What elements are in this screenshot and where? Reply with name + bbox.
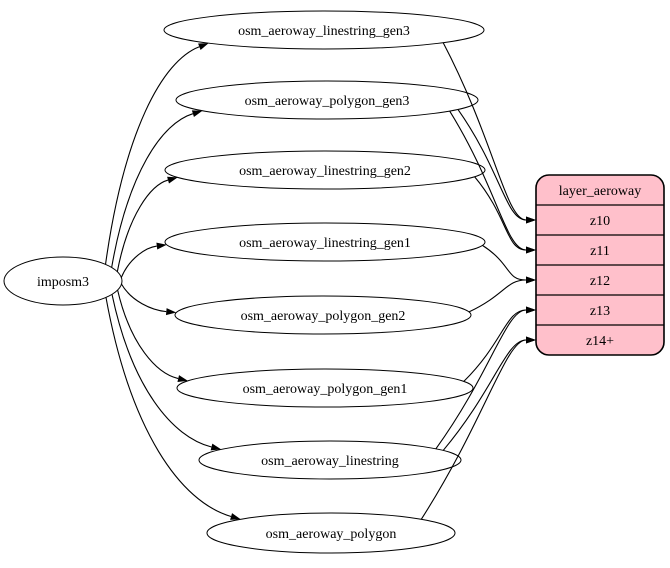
- layer-row-z12: z12: [590, 274, 610, 289]
- node-osm-aeroway-polygon: osm_aeroway_polygon: [206, 512, 456, 554]
- node-osm-aeroway-polygon-gen2-shape: [174, 295, 472, 335]
- layer-row-z11: z11: [590, 244, 610, 259]
- edge-imposm3-to-osm-aeroway-linestring-gen1-arrowhead: [156, 242, 167, 250]
- layer-row-z10: z10: [590, 214, 610, 229]
- node-osm-aeroway-polygon-shape: [206, 512, 456, 554]
- edge-imposm3-to-osm-aeroway-linestring-gen2: [116, 179, 169, 272]
- node-osm-aeroway-polygon-label: osm_aeroway_polygon: [266, 527, 397, 542]
- edge-osm-aeroway-polygon-to-z14plus-arrowhead: [526, 336, 536, 344]
- edge-osm-aeroway-polygon-gen2-to-z12-arrowhead: [526, 276, 536, 284]
- layer-row-z13: z13: [590, 304, 610, 319]
- node-osm-aeroway-linestring-gen3-label: osm_aeroway_linestring_gen3: [238, 24, 410, 39]
- edge-osm-aeroway-linestring-to-z13-arrowhead: [526, 306, 536, 314]
- edge-imposm3-to-osm-aeroway-polygon-gen3: [111, 113, 194, 268]
- edge-imposm3-to-osm-aeroway-linestring-arrowhead: [210, 443, 222, 451]
- layer-aeroway-title: layer_aeroway: [559, 184, 641, 199]
- edge-imposm3-to-osm-aeroway-polygon-gen1-arrowhead: [177, 375, 188, 382]
- node-layer-aeroway: layer_aeroway z10 z11 z12 z13 z14+: [535, 174, 665, 356]
- node-osm-aeroway-polygon-gen1: osm_aeroway_polygon_gen1: [176, 368, 474, 408]
- node-osm-aeroway-polygon-gen2: osm_aeroway_polygon_gen2: [174, 295, 472, 335]
- edge-imposm3-to-osm-aeroway-linestring: [111, 294, 212, 448]
- edge-imposm3-to-osm-aeroway-linestring-gen3: [104, 46, 200, 265]
- node-osm-aeroway-linestring-gen3-shape: [163, 10, 485, 50]
- node-osm-aeroway-linestring-label: osm_aeroway_linestring: [261, 454, 399, 469]
- edge-imposm3-to-osm-aeroway-polygon-gen1: [117, 289, 179, 380]
- node-osm-aeroway-polygon-gen3-shape: [175, 80, 479, 120]
- edge-imposm3-to-osm-aeroway-polygon-arrowhead: [230, 513, 241, 520]
- node-osm-aeroway-polygon-gen3-label: osm_aeroway_polygon_gen3: [245, 94, 410, 109]
- layer-row-z14plus: z14+: [586, 334, 614, 349]
- edge-osm-aeroway-polygon-gen1-to-z13: [463, 309, 527, 382]
- node-imposm3-shape: [3, 256, 123, 306]
- node-osm-aeroway-linestring-gen1-shape: [164, 222, 486, 262]
- node-osm-aeroway-polygon-gen1-label: osm_aeroway_polygon_gen1: [243, 382, 408, 397]
- edge-osm-aeroway-polygon-gen3-to-z10: [457, 109, 527, 221]
- edge-osm-aeroway-linestring-to-z13: [435, 309, 527, 450]
- edge-osm-aeroway-polygon-to-z14plus: [420, 339, 527, 520]
- edge-imposm3-to-osm-aeroway-polygon-gen2: [121, 283, 167, 313]
- node-osm-aeroway-linestring-gen1: osm_aeroway_linestring_gen1: [164, 222, 486, 262]
- node-imposm3-label: imposm3: [37, 275, 89, 290]
- edge-osm-aeroway-polygon-gen2-to-z12: [468, 279, 527, 313]
- edge-imposm3-to-osm-aeroway-polygon-gen2-arrowhead: [165, 308, 177, 316]
- edge-imposm3-to-osm-aeroway-linestring-gen1: [120, 245, 157, 278]
- node-osm-aeroway-linestring-shape: [198, 440, 462, 480]
- node-osm-aeroway-polygon-gen2-label: osm_aeroway_polygon_gen2: [241, 309, 406, 324]
- edge-imposm3-to-osm-aeroway-polygon: [105, 297, 232, 518]
- edge-osm-aeroway-linestring-gen1-to-z12: [482, 244, 527, 281]
- edge-osm-aeroway-polygon-gen3-to-z10-arrowhead: [526, 216, 536, 224]
- node-osm-aeroway-linestring-gen2-label: osm_aeroway_linestring_gen2: [239, 164, 411, 179]
- node-osm-aeroway-linestring-gen2-shape: [164, 150, 486, 190]
- edge-osm-aeroway-linestring-to-z14plus: [442, 339, 527, 451]
- node-osm-aeroway-linestring-gen2: osm_aeroway_linestring_gen2: [164, 150, 486, 190]
- node-osm-aeroway-polygon-gen1-shape: [176, 368, 474, 408]
- node-osm-aeroway-polygon-gen3: osm_aeroway_polygon_gen3: [175, 80, 479, 120]
- edge-imposm3-to-osm-aeroway-linestring-gen3-arrowhead: [198, 43, 209, 51]
- node-osm-aeroway-linestring-gen1-label: osm_aeroway_linestring_gen1: [239, 236, 411, 251]
- node-osm-aeroway-linestring: osm_aeroway_linestring: [198, 440, 462, 480]
- edge-imposm3-to-osm-aeroway-polygon-gen3-arrowhead: [191, 110, 203, 118]
- edge-osm-aeroway-linestring-gen2-to-z11-arrowhead: [526, 246, 536, 254]
- edge-osm-aeroway-linestring-gen2-to-z11: [474, 176, 527, 251]
- edge-osm-aeroway-linestring-gen3-to-z10: [442, 42, 527, 221]
- edge-osm-aeroway-polygon-gen3-to-z11: [449, 110, 527, 251]
- node-imposm3: imposm3: [3, 256, 123, 306]
- node-osm-aeroway-linestring-gen3: osm_aeroway_linestring_gen3: [163, 10, 485, 50]
- edge-imposm3-to-osm-aeroway-linestring-gen2-arrowhead: [167, 176, 178, 184]
